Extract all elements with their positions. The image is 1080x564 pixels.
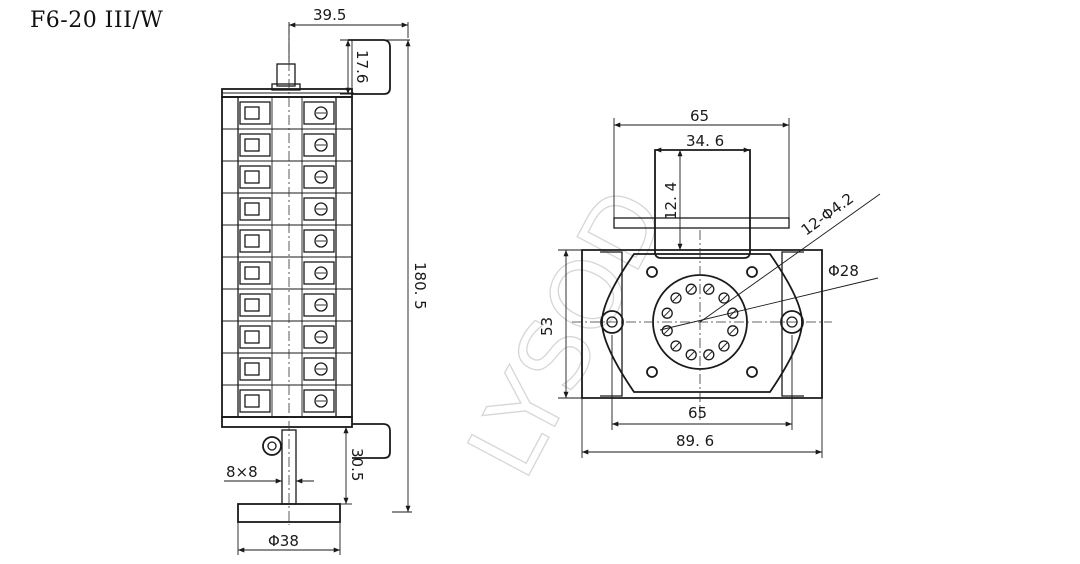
dim-bracket-height: 12. 4	[662, 182, 680, 220]
left-terminal	[239, 325, 271, 349]
dim-bracket-inner: 34. 6	[686, 132, 724, 150]
right-terminal	[303, 293, 335, 317]
dim-top-height: 17.6	[353, 50, 371, 83]
bottom-bracket	[352, 423, 391, 459]
terminal-hole	[685, 349, 697, 361]
corner-hole	[646, 366, 658, 378]
right-terminal	[303, 197, 335, 221]
watermark: LYSOD	[448, 172, 689, 494]
right-terminal	[303, 133, 335, 157]
left-terminal	[239, 261, 271, 285]
shaft-nut	[262, 436, 282, 456]
front-bracket	[654, 149, 751, 259]
left-terminal	[239, 165, 271, 189]
dim-shaft-length: 30.5	[348, 448, 366, 481]
dim-shaft-square: 8×8	[226, 463, 258, 481]
left-terminal	[239, 229, 271, 253]
terminal-hole	[661, 325, 673, 337]
right-terminal	[303, 325, 335, 349]
terminal-hole	[670, 292, 682, 304]
terminal-hole	[727, 307, 739, 319]
dim-circle-diameter: Φ28	[828, 262, 859, 280]
terminal-holes	[661, 283, 739, 361]
dim-total-height: 180. 5	[411, 262, 429, 310]
side-view: 39.5 17.6 180. 5 30.5 8×8 Φ38	[221, 6, 429, 555]
knob	[237, 503, 341, 523]
left-terminal	[239, 389, 271, 413]
corner-hole	[646, 266, 658, 278]
right-terminal	[303, 165, 335, 189]
terminal-hole	[685, 283, 697, 295]
terminal-hole	[718, 340, 730, 352]
right-terminal	[303, 357, 335, 381]
terminal-hole	[718, 292, 730, 304]
right-terminal	[303, 101, 335, 125]
left-terminal	[239, 101, 271, 125]
dim-overall-width: 89. 6	[676, 432, 714, 450]
corner-hole	[746, 366, 758, 378]
terminal-rows	[222, 101, 352, 413]
terminal-hole	[727, 325, 739, 337]
left-terminal	[239, 357, 271, 381]
dim-top-width: 39.5	[313, 6, 346, 24]
dim-bracket-width: 65	[690, 107, 709, 125]
mounting-plate	[601, 253, 803, 393]
terminal-hole	[670, 340, 682, 352]
corner-hole	[746, 266, 758, 278]
left-terminal	[239, 197, 271, 221]
terminal-hole	[661, 307, 673, 319]
dim-body-height: 53	[538, 317, 556, 336]
left-terminal	[239, 133, 271, 157]
terminal-hole	[703, 283, 715, 295]
dim-knob-diameter: Φ38	[268, 532, 299, 550]
bottom-plate	[221, 416, 353, 428]
right-terminal	[303, 229, 335, 253]
dim-mount-spacing: 65	[688, 404, 707, 422]
top-shaft	[276, 63, 296, 87]
terminal-hole	[703, 349, 715, 361]
drawing-title: F6-20 III/W	[30, 8, 164, 33]
right-terminal	[303, 261, 335, 285]
left-terminal	[239, 293, 271, 317]
right-terminal	[303, 389, 335, 413]
